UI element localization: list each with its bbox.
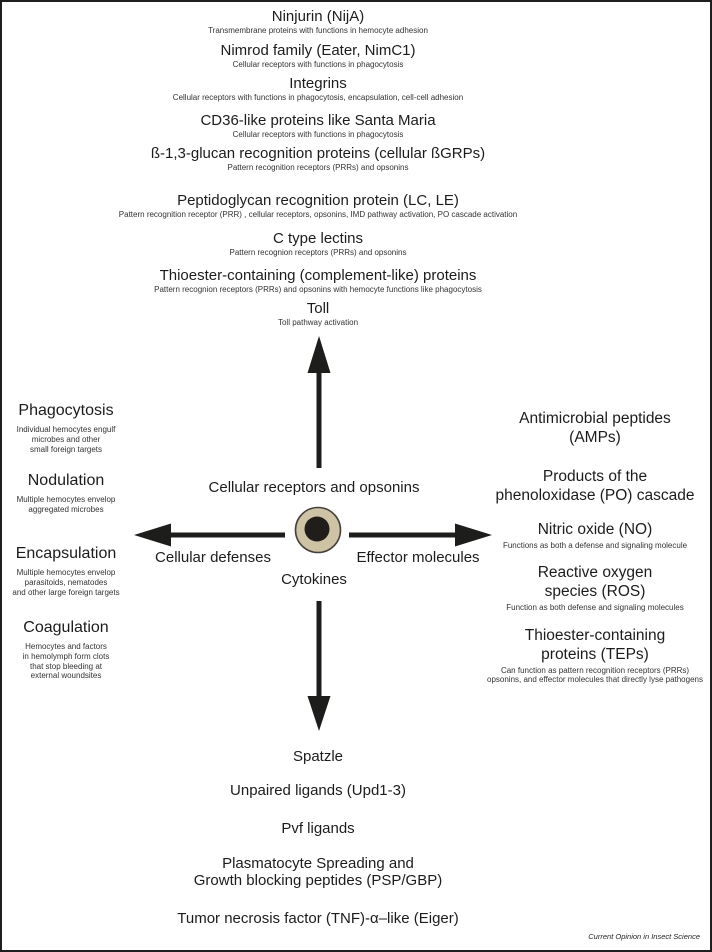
receptor-item: Thioester-containing (complement-like) p… <box>48 267 588 295</box>
left-arrow <box>134 523 285 547</box>
receptor-item: Ninjurin (NijA)Transmembrane proteins wi… <box>48 8 588 36</box>
item-title: Nimrod family (Eater, NimC1) <box>220 42 416 59</box>
axis-label-effector-molecules: Effector molecules <box>356 549 480 566</box>
item-title: Peptidoglycan recognition protein (LC, L… <box>177 192 459 209</box>
item-title: Thioester-containing proteins (TEPs) <box>524 627 666 663</box>
cytokine-item: Pvf ligands <box>118 820 518 837</box>
receptor-item: Nimrod family (Eater, NimC1)Cellular rec… <box>48 42 588 70</box>
effector-item: Nitric oxide (NO) Functions as both a def… <box>480 521 710 551</box>
effector-item: Thioester-containing proteins (TEPs)Can … <box>480 627 710 685</box>
effector-item: Antimicrobial peptides (AMPs) <box>480 410 710 448</box>
item-title: Coagulation <box>23 619 109 636</box>
right-arrow <box>349 523 492 547</box>
item-title: Pvf ligands <box>281 820 355 837</box>
item-description: Transmembrane proteins with functions in… <box>208 26 428 36</box>
item-title: Integrins <box>289 75 347 92</box>
item-description: Multiple hemocytes envelop parasitoids, … <box>12 568 120 597</box>
item-description: Toll pathway activation <box>277 318 359 328</box>
item-title: ß-1,3-glucan recognition proteins (cellu… <box>150 145 486 162</box>
item-description: Pattern recognion receptors (PRRs) and o… <box>154 285 482 295</box>
item-title: Tumor necrosis factor (TNF)-α–like (Eige… <box>177 910 459 927</box>
item-title: Nodulation <box>27 472 105 489</box>
item-title: Thioester-containing (complement-like) p… <box>159 267 477 284</box>
item-title: Encapsulation <box>15 545 117 562</box>
item-description: Pattern recognition receptor (PRR) , cel… <box>118 210 518 220</box>
item-title: Phagocytosis <box>18 402 114 419</box>
cytokine-item: Plasmatocyte Spreading and Growth blocki… <box>118 855 518 890</box>
item-description: Cellular receptors with functions in pha… <box>172 93 464 103</box>
item-description: Multiple hemocytes envelop aggregated mi… <box>16 495 116 514</box>
item-description: Function as both defense and signaling m… <box>506 602 684 612</box>
hemocyte-cell-icon <box>294 506 342 554</box>
item-title: Antimicrobial peptides (AMPs) <box>519 410 671 446</box>
cytokine-item: Tumor necrosis factor (TNF)-α–like (Eige… <box>118 910 518 927</box>
item-title: Unpaired ligands (Upd1-3) <box>230 782 406 799</box>
axis-label-cellular-defenses: Cellular defenses <box>155 549 271 566</box>
journal-caption: Current Opinion in Insect Science <box>588 932 700 941</box>
receptor-item: Peptidoglycan recognition protein (LC, L… <box>48 192 588 220</box>
item-description: Can function as pattern recognition rece… <box>487 665 703 685</box>
effector-item: Products of the phenoloxidase (PO) casca… <box>480 468 710 506</box>
item-title: Plasmatocyte Spreading and Growth blocki… <box>193 855 443 890</box>
item-title: Spatzle <box>292 748 344 765</box>
item-description: Cellular receptors with functions in pha… <box>232 60 404 70</box>
item-description: Cellular receptors with functions in pha… <box>232 130 404 140</box>
item-title: Products of the phenoloxidase (PO) casca… <box>495 468 695 504</box>
effector-item: Reactive oxygen species (ROS) Function as… <box>480 564 710 612</box>
item-title: Nitric oxide (NO) <box>537 521 653 538</box>
cytokine-item: Unpaired ligands (Upd1-3) <box>118 782 518 799</box>
item-title: Reactive oxygen species (ROS) <box>537 564 653 600</box>
item-description: Pattern recognition receptors (PRRs) and… <box>227 163 409 173</box>
item-description: Individual hemocytes engulf microbes and… <box>16 425 116 454</box>
axis-label-cytokines: Cytokines <box>281 571 347 588</box>
receptor-item: ß-1,3-glucan recognition proteins (cellu… <box>48 145 588 173</box>
item-description: Pattern recognion receptors (PRRs) and o… <box>229 248 407 258</box>
item-title: CD36-like proteins like Santa Maria <box>200 112 436 129</box>
item-description: Functions as both a defense and signalin… <box>502 540 688 550</box>
item-title: Toll <box>306 300 330 317</box>
up-arrow <box>307 336 331 468</box>
cytokine-item: Spatzle <box>118 748 518 765</box>
item-description: Hemocytes and factors in hemolymph form … <box>22 642 110 681</box>
item-title: C type lectins <box>272 230 364 247</box>
down-arrow <box>307 601 331 731</box>
item-title: Ninjurin (NijA) <box>271 8 365 25</box>
axis-label-receptors: Cellular receptors and opsonins <box>208 479 420 496</box>
